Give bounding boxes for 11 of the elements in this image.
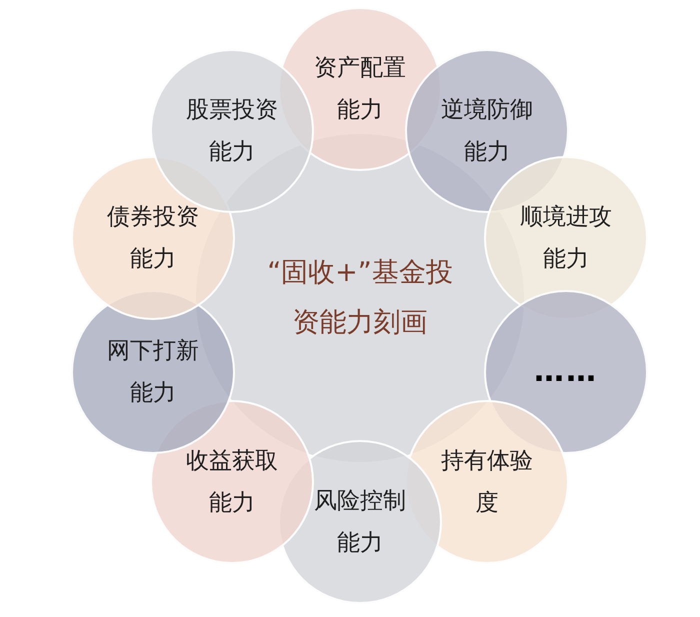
circle-label: 顺境进攻能力 (519, 203, 613, 274)
circle-label: 股票投资能力 (185, 96, 279, 167)
circle-label: 风险控制能力 (313, 487, 407, 558)
circle-label: 收益获取能力 (185, 447, 279, 518)
circle-label: 债券投资能力 (106, 203, 200, 274)
circle-label: 持有体验度 (440, 447, 534, 518)
topic-label: “固收+”基金投资能力刻画 (266, 256, 454, 340)
circle-label: 逆境防御能力 (440, 96, 534, 167)
circle-label: 网下打新能力 (106, 337, 200, 408)
ellipsis-label: …… (534, 353, 598, 391)
circle-label: 资产配置能力 (313, 54, 407, 125)
